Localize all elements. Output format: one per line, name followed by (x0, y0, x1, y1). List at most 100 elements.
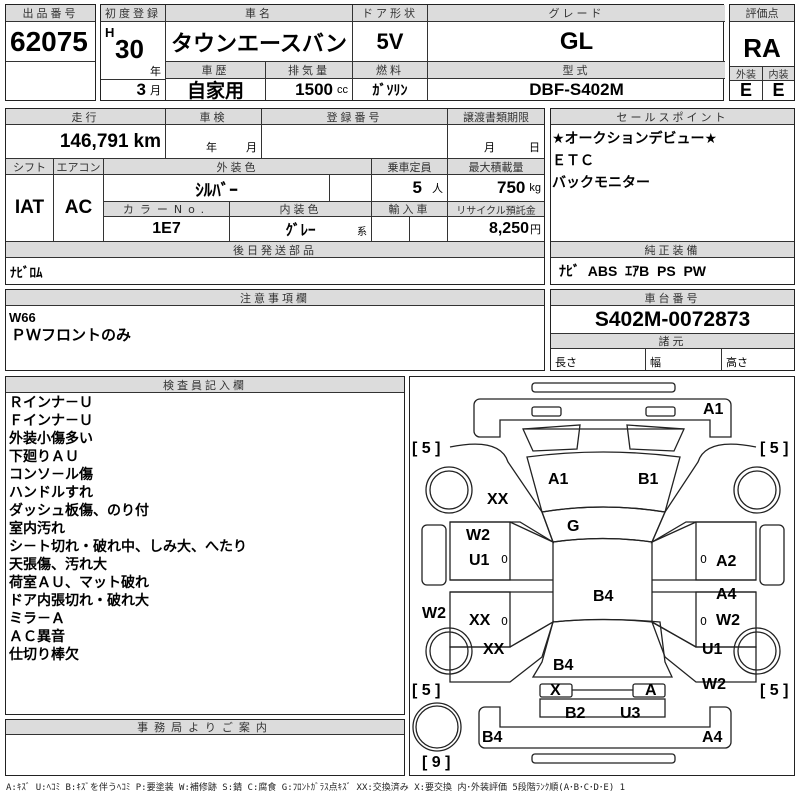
later-parts: ﾅﾋﾞﾛﾑ (10, 264, 43, 280)
score-label: 評価点 (730, 5, 794, 22)
sales-point-item: ＥＴＣ (552, 153, 594, 169)
notes-box: 注意事項欄 W66 ＰＷフロントのみ (5, 289, 545, 371)
headlamp-left (522, 424, 581, 452)
inspector-line: ミラ－Ａ (9, 611, 65, 627)
grade: GL (428, 22, 725, 62)
mark-hood-left: A1 (548, 471, 569, 488)
mark-rear-lamp-left: X (550, 682, 561, 699)
history: 自家用 (166, 79, 266, 100)
sales-point-item: バックモニター (552, 175, 650, 191)
right-front-door (695, 521, 757, 581)
chassis-number: S402M-0072873 (551, 306, 794, 334)
recycle-unit: 円 (530, 224, 541, 236)
shift-label: シフト (6, 159, 54, 175)
inspector-line: ＡＣ異音 (9, 629, 65, 645)
inspection-year-unit: 年 (206, 141, 217, 154)
chassis-box: 車台番号 S402M-0072873 諸元 長さ 幅 高さ (550, 289, 795, 371)
tire-front-right (733, 466, 781, 514)
right-fender (650, 443, 757, 544)
left-sill (421, 524, 447, 586)
damage-diagram: [ 5 ] [ 5 ] [ 5 ] [ 5 ] [ 9 ] A1 A1 B1 X… (409, 376, 795, 776)
mark-rear-bumper-left: B4 (482, 729, 503, 746)
first-registration-year-cell: H 30 年 (101, 22, 166, 79)
door-type: 5V (353, 22, 428, 62)
displacement-cell: 1500 cc (266, 79, 353, 100)
right-sill (759, 524, 785, 586)
legend: A:ｷｽﾞ U:ﾍｺﾐ B:ｷｽﾞを伴うﾍｺﾐ P:要塗装 W:補修跡 S:錆 … (6, 783, 626, 793)
aircon-label: エアコン (54, 159, 104, 175)
score-box: 評価点 RA 外装 内装 E E (729, 4, 795, 101)
office-label: 事務局よりご案内 (6, 719, 404, 735)
rear-bumper (478, 706, 732, 749)
transfer-deadline-cell: 月 日 (448, 125, 544, 159)
inspector-line: ドア内張切れ・破れ大 (9, 593, 149, 609)
tire-rear-right-label: [ 5 ] (760, 682, 789, 699)
mark-rear-bumper-right: A4 (702, 729, 723, 746)
interior-score-label: 内装 (763, 67, 794, 81)
first-registration-month-cell: 3 月 (101, 79, 166, 100)
registration-no (262, 125, 448, 159)
notes-label: 注意事項欄 (6, 290, 544, 306)
capacity-unit: 人 (432, 183, 443, 195)
capacity-label: 乗車定員 (372, 159, 448, 175)
inspector-line: 室内汚れ (9, 521, 65, 537)
headlamp-right (626, 424, 685, 452)
recycle-label: リサイクル預託金 (448, 202, 544, 217)
lot-number: 62075 (6, 22, 95, 62)
recycle-fee: 8,250 (488, 220, 529, 237)
lot-label: 出品番号 (6, 5, 95, 22)
front-bumper (473, 398, 732, 438)
mark-rear-panel-left: B2 (565, 705, 586, 722)
sales-point-item: ★オークションデビュー★ (552, 131, 718, 147)
inspector-line: 外装小傷多い (9, 431, 93, 447)
specs-label: 諸元 (551, 334, 794, 349)
registration-no-label: 登録番号 (262, 109, 448, 125)
month: 3 (136, 80, 146, 99)
transfer-deadline-label: 譲渡書類期限 (448, 109, 544, 125)
vehicle-outline (412, 382, 785, 764)
import-cell-1 (372, 217, 410, 242)
genuine-equipment: ﾅﾋﾞ ABS ｴｱB PS PW (559, 263, 707, 279)
spec-width: 幅 (646, 349, 722, 370)
inspection-month-unit: 月 (246, 141, 257, 154)
exterior-score-label: 外装 (730, 67, 763, 81)
interior-color: ｸﾞﾚｰ (285, 221, 316, 239)
max-load-cell: 750 kg (448, 175, 544, 202)
mark-rear-lamp-right: A (645, 682, 657, 699)
inspector-line: 荷室ＡＵ、マット破れ (9, 575, 149, 591)
mark-left-fender: XX (487, 491, 509, 508)
lot-empty (6, 62, 95, 100)
inspector-line: ハンドルすれ (9, 485, 93, 501)
mark-right-quarter-2: W2 (702, 676, 726, 693)
mark-back-door: B4 (553, 657, 574, 674)
displacement: 1500 (295, 79, 333, 99)
mark-roof: B4 (593, 588, 614, 605)
max-load: 750 (497, 178, 526, 197)
back-door (531, 618, 674, 678)
color-no: 1E7 (104, 217, 230, 242)
tire-rear-left-label: [ 5 ] (412, 682, 441, 699)
windshield (541, 506, 666, 543)
roof (552, 537, 653, 623)
inspector-line: 仕切り棒欠 (9, 647, 79, 663)
tire-spare (412, 702, 462, 752)
max-load-unit: kg (529, 182, 541, 194)
mileage-label: 走行 (6, 109, 166, 125)
mileage: 146,791 (59, 130, 129, 152)
inspector-line: Ｒインナ－Ｕ (9, 395, 93, 411)
right-quarter (650, 620, 757, 683)
lot-box: 出品番号 62075 (5, 4, 96, 101)
inspector-line: ダッシュ板傷、のり付 (9, 503, 149, 519)
interior-color-cell: ｸﾞﾚｰ 系 (230, 217, 372, 242)
inspector-line: 天張傷、汚れ大 (9, 557, 107, 573)
mark-left-front-door-1: W2 (466, 527, 490, 544)
left-fender (449, 443, 555, 544)
mark-left-front-door-2: U1 (469, 552, 490, 569)
tire-spare-label: [ 9 ] (422, 754, 451, 771)
mark-right-quarter-1: U1 (702, 641, 723, 658)
interior-color-label: 内装色 (230, 202, 372, 217)
door-handle-mark: 0 (501, 615, 508, 628)
door-handle-mark: 0 (700, 615, 707, 628)
interior-color-suffix: 系 (357, 227, 367, 238)
left-quarter (449, 620, 555, 683)
